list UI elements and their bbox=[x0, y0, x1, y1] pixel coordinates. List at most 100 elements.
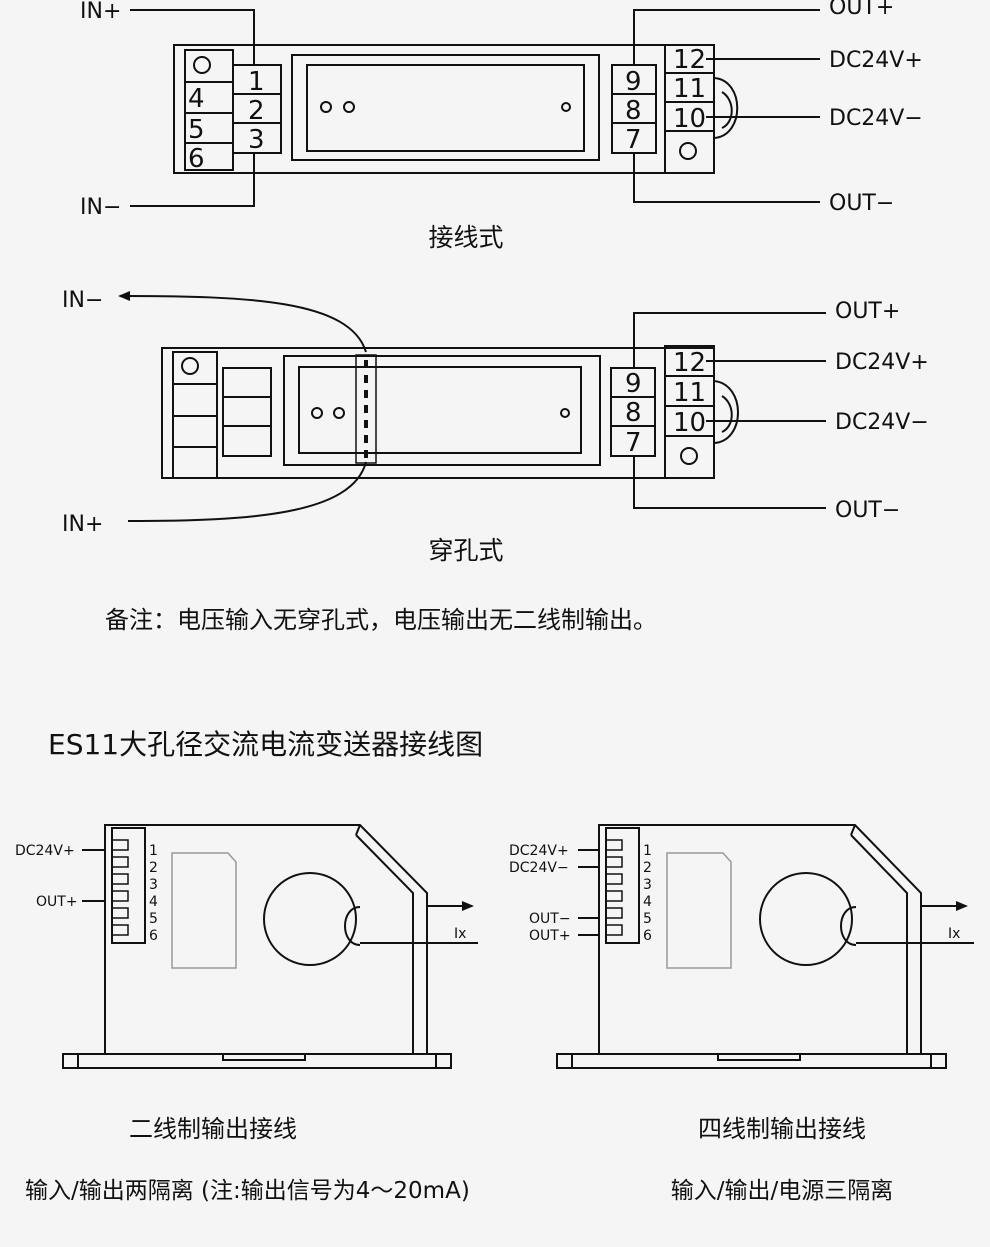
core-hole bbox=[263, 872, 357, 966]
subcaption-two-wire: 输入/输出两隔离 (注:输出信号为4～20mA) bbox=[25, 1178, 470, 1204]
label-dc-plus: DC24V+ bbox=[15, 843, 75, 859]
pin-label: 6 bbox=[643, 928, 652, 944]
pin-label: 5 bbox=[643, 911, 652, 927]
section-title: ES11大孔径交流电流变送器接线图 bbox=[48, 728, 483, 761]
label-out-minus: OUT− bbox=[829, 191, 894, 216]
diagram-through-hole-type bbox=[118, 291, 826, 522]
mount-hole-icon bbox=[193, 56, 211, 74]
terminal-label: 12 bbox=[673, 45, 706, 75]
bracket-clip bbox=[713, 77, 739, 139]
pin-label: 3 bbox=[643, 877, 652, 893]
diagram-wired-type bbox=[130, 9, 820, 207]
subcaption-four-wire: 输入/输出/电源三隔离 bbox=[671, 1178, 894, 1204]
pcb-board bbox=[666, 852, 732, 969]
label-dc-minus: DC24V− bbox=[509, 860, 569, 876]
center-window bbox=[283, 355, 601, 466]
diagram-two-wire bbox=[62, 824, 478, 1069]
label-out-minus: OUT− bbox=[529, 911, 571, 927]
mount-hole-icon bbox=[680, 447, 698, 465]
led-icon bbox=[343, 101, 355, 113]
caption-two-wire: 二线制输出接线 bbox=[129, 1115, 297, 1143]
terminal-screws bbox=[112, 839, 129, 936]
center-window bbox=[291, 54, 600, 161]
core-hole bbox=[759, 872, 853, 966]
label-out-plus: OUT+ bbox=[529, 928, 571, 944]
terminal-label: 9 bbox=[625, 67, 642, 97]
terminal-column bbox=[605, 827, 640, 944]
label-in-plus: IN+ bbox=[80, 0, 121, 24]
label-ix: Ix bbox=[948, 926, 960, 942]
pin-label: 5 bbox=[149, 911, 158, 927]
caption-four-wire: 四线制输出接线 bbox=[698, 1115, 866, 1143]
diagram-wired-labels: IN+ IN− OUT+ DC24V+ DC24V− OUT− 4 5 6 1 … bbox=[80, 0, 923, 252]
wire-out-minus bbox=[633, 153, 820, 203]
diagram-through-hole-labels: IN− IN+ OUT+ DC24V+ DC24V− OUT− 9 8 7 12… bbox=[62, 288, 929, 565]
terminal-label: 12 bbox=[673, 348, 706, 378]
diagram-two-wire-labels: DC24V+ OUT+ 1 2 3 4 5 6 Ix 二线制输出接线 输入/输出… bbox=[15, 843, 470, 1204]
terminal-label: 4 bbox=[188, 84, 205, 114]
core-notch bbox=[840, 906, 857, 946]
wire-out-plus bbox=[633, 9, 820, 65]
mount-hole-icon bbox=[181, 357, 199, 375]
label-out-plus: OUT+ bbox=[835, 299, 900, 324]
power-terminal-block bbox=[664, 345, 715, 479]
din-rail-base bbox=[62, 1053, 452, 1069]
led-icon bbox=[320, 101, 332, 113]
pin-label: 2 bbox=[149, 860, 158, 876]
terminal-label: 2 bbox=[248, 96, 265, 126]
label-dc-minus: DC24V− bbox=[829, 106, 923, 131]
label-dc-minus: DC24V− bbox=[835, 410, 929, 435]
wire-out-plus bbox=[633, 312, 826, 368]
led-icon bbox=[311, 407, 323, 419]
terminal-screws bbox=[606, 839, 623, 936]
pin-label: 4 bbox=[149, 894, 158, 910]
label-out-plus: OUT+ bbox=[36, 894, 78, 910]
pin-label: 1 bbox=[149, 843, 158, 859]
terminal-label: 10 bbox=[673, 408, 706, 438]
pin-label: 3 bbox=[149, 877, 158, 893]
pin-label: 6 bbox=[149, 928, 158, 944]
label-dc-plus: DC24V+ bbox=[509, 843, 569, 859]
label-out-minus: OUT− bbox=[835, 498, 900, 523]
pcb-board bbox=[171, 852, 237, 969]
terminal-column bbox=[111, 827, 146, 944]
rail-clip bbox=[717, 1054, 801, 1061]
label-in-plus: IN+ bbox=[62, 512, 103, 537]
mount-hole-icon bbox=[679, 142, 697, 160]
terminal-label: 6 bbox=[188, 144, 205, 174]
diagram-four-wire-labels: DC24V+ DC24V− OUT− OUT+ 1 2 3 4 5 6 Ix 四… bbox=[509, 843, 960, 1204]
terminal-label: 5 bbox=[188, 115, 205, 145]
wire-out-minus bbox=[633, 456, 826, 509]
label-in-minus: IN− bbox=[80, 195, 121, 220]
label-in-minus: IN− bbox=[62, 288, 103, 313]
pin-label: 4 bbox=[643, 894, 652, 910]
terminal-label: 3 bbox=[248, 125, 265, 155]
terminal-label: 7 bbox=[625, 428, 642, 458]
wire-in-minus bbox=[130, 153, 255, 207]
terminal-label: 11 bbox=[673, 378, 706, 408]
led-icon bbox=[333, 407, 345, 419]
core-notch bbox=[344, 906, 361, 946]
screw-icon bbox=[560, 408, 570, 418]
din-rail-base bbox=[556, 1053, 947, 1069]
wire-in-minus-arrow bbox=[118, 291, 367, 353]
terminal-label: 11 bbox=[673, 74, 706, 104]
terminal-label: 7 bbox=[625, 125, 642, 155]
input-terminal-block bbox=[222, 367, 272, 457]
remark-note: 备注：电压输入无穿孔式，电压输出无二线制输出。 bbox=[105, 606, 657, 634]
rail-clip bbox=[222, 1054, 306, 1061]
terminal-label: 8 bbox=[625, 96, 642, 126]
pin-label: 1 bbox=[643, 843, 652, 859]
terminal-label: 10 bbox=[673, 104, 706, 134]
label-dc-plus: DC24V+ bbox=[829, 48, 923, 73]
terminal-label: 1 bbox=[248, 67, 265, 97]
caption-wired: 接线式 bbox=[428, 223, 503, 252]
terminal-label: 8 bbox=[625, 398, 642, 428]
caption-through-hole: 穿孔式 bbox=[428, 536, 503, 565]
label-dc-plus: DC24V+ bbox=[835, 350, 929, 375]
diagram-four-wire bbox=[556, 824, 974, 1069]
pin-label: 2 bbox=[643, 860, 652, 876]
input-terminal-block bbox=[232, 64, 282, 154]
label-ix: Ix bbox=[454, 926, 466, 942]
power-terminal-block bbox=[664, 44, 715, 174]
